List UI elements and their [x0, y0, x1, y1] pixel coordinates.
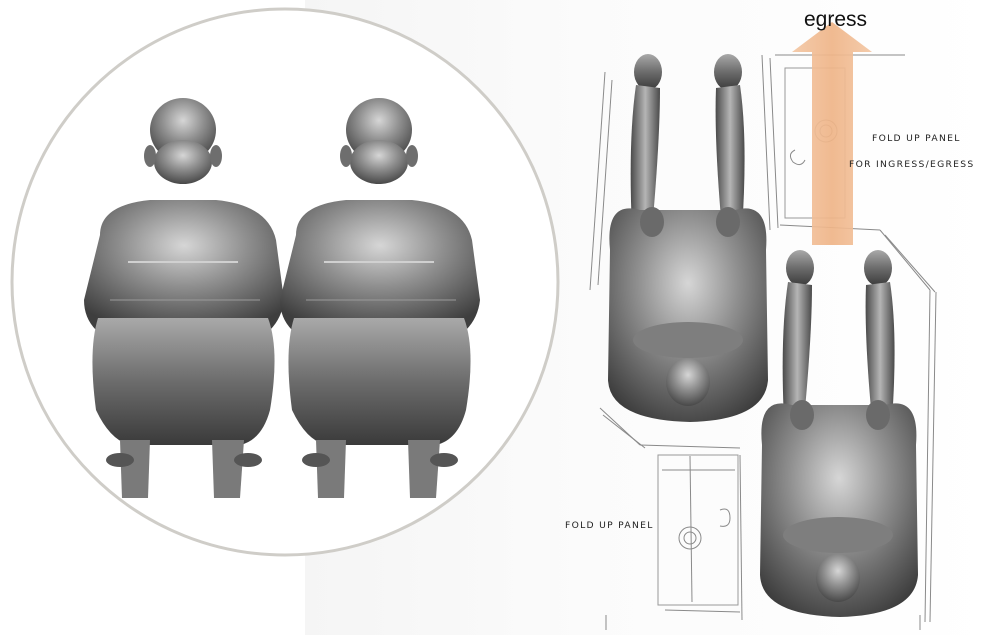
- egress-arrow-label: egress: [804, 8, 867, 32]
- annotation-ingress-egress: FOR INGRESS/EGRESS: [849, 160, 974, 170]
- annotation-fold-up-panel-bottom: FOLD UP PANEL: [565, 521, 654, 531]
- seated-figure-top-lower: [760, 250, 918, 617]
- seated-figure-top-upper: [608, 54, 768, 422]
- annotation-fold-up-panel-top: FOLD UP PANEL: [872, 134, 961, 144]
